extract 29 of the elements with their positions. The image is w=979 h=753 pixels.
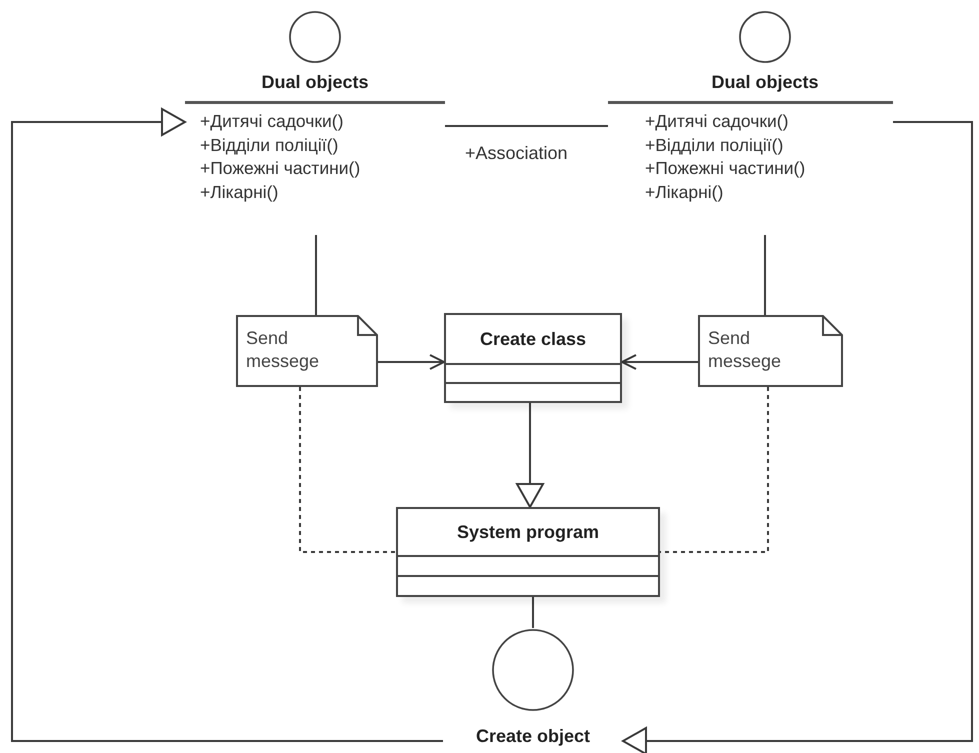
arrow xyxy=(378,354,445,370)
method-label: +Лікарні() xyxy=(200,180,280,204)
method-label: +Пожежні частини() xyxy=(645,157,806,180)
generalization-arrow xyxy=(516,403,544,508)
class-name: Create class xyxy=(480,328,586,350)
method-label: +Відділи поліції() xyxy=(645,134,784,157)
generalization-arrow xyxy=(622,121,973,753)
class-box xyxy=(396,507,660,597)
method-label: +Дитячі садочки() xyxy=(200,110,344,133)
note-text: Send messege xyxy=(708,327,782,373)
note xyxy=(236,315,378,387)
class-box xyxy=(444,313,622,403)
object-name: Create object xyxy=(476,726,590,747)
class-name: Dual objects xyxy=(261,72,369,93)
connector-line xyxy=(532,597,534,628)
method-label: +Лікарні() xyxy=(645,180,724,204)
note-text: Send messege xyxy=(246,327,320,373)
connector-line xyxy=(445,125,608,127)
method-label: +Дитячі садочки() xyxy=(645,110,790,133)
method-label: +Відділи поліції() xyxy=(200,134,340,157)
note xyxy=(698,315,843,387)
connector-line xyxy=(315,235,317,315)
generalization-arrow xyxy=(11,108,443,742)
dashed-line xyxy=(299,387,396,553)
arrow xyxy=(621,354,698,370)
method-label: +Пожежні частини() xyxy=(200,157,362,180)
class-name: System program xyxy=(456,522,600,542)
connector-line xyxy=(764,235,766,315)
class-name: Dual objects xyxy=(711,72,819,93)
